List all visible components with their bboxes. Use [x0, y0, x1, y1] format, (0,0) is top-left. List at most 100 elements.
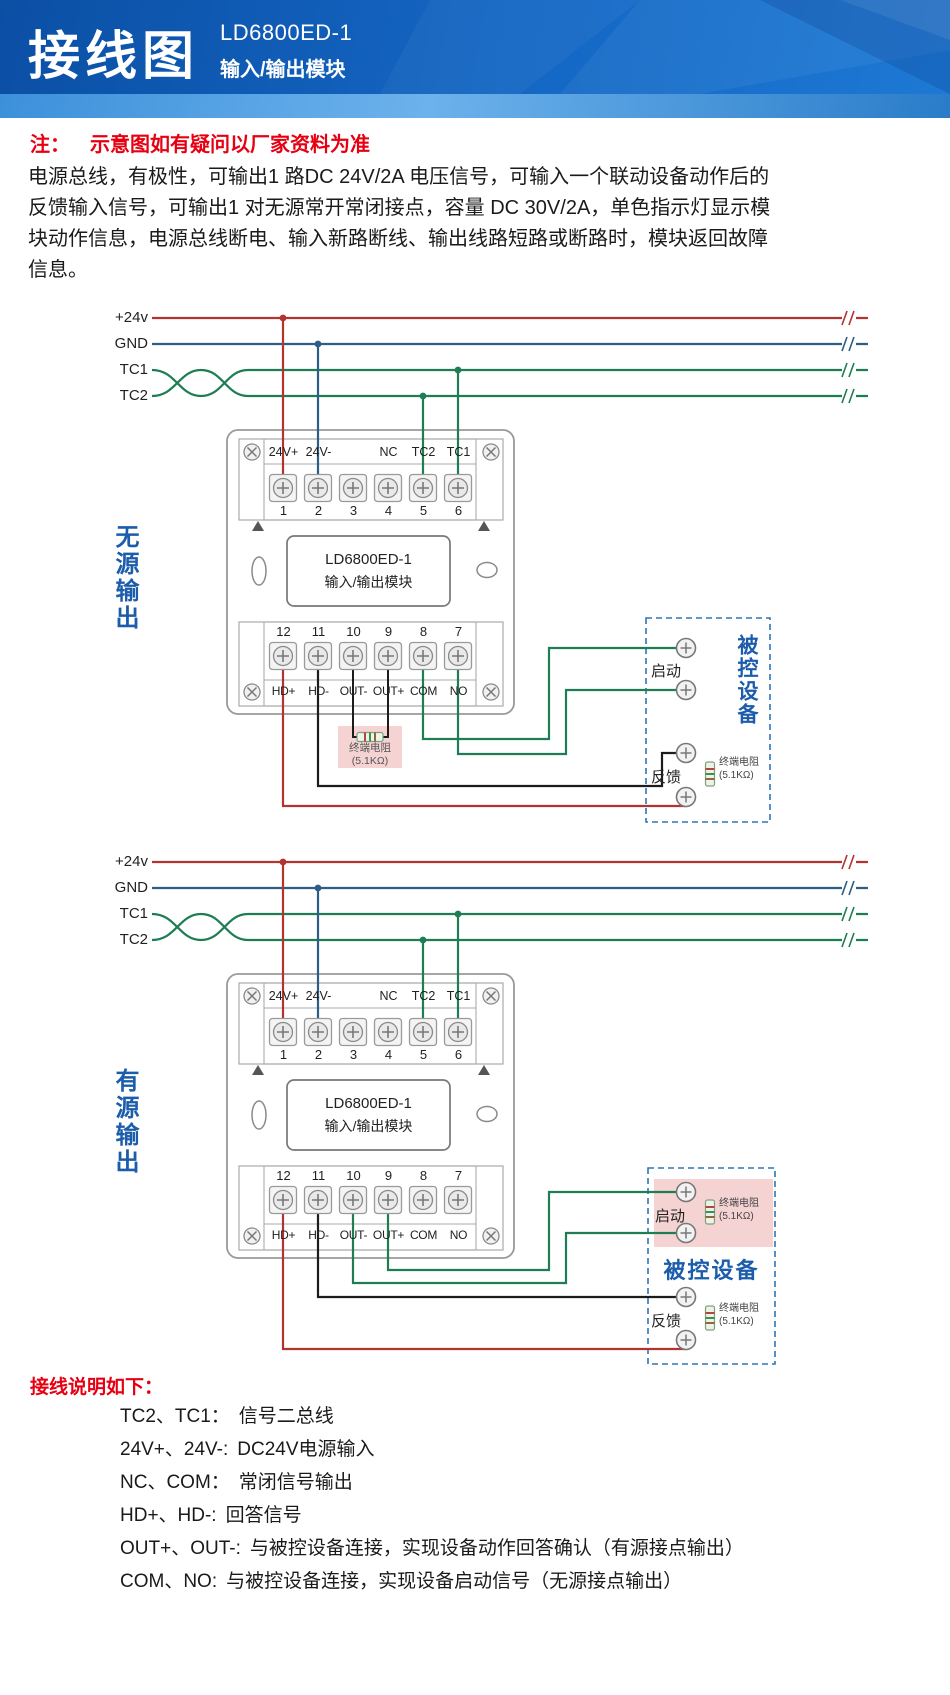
terminal-number: 8 — [419, 624, 428, 639]
terminal-label — [336, 989, 371, 1003]
bus-label-24v: +24v — [115, 853, 148, 870]
terminal-number: 6 — [454, 503, 463, 518]
module-type: 输入/输出模块 — [324, 1117, 413, 1134]
terminal-number: 6 — [454, 1047, 463, 1062]
terminal-number: 12 — [276, 1168, 291, 1183]
terminal-label: NC — [379, 445, 398, 459]
terminal-label: NO — [449, 1228, 468, 1242]
header-strip — [0, 94, 950, 118]
terminal-number: 4 — [384, 503, 393, 518]
note-text: 示意图如有疑问以厂家资料为准 — [90, 134, 370, 156]
terminal-label: TC1 — [446, 445, 471, 459]
header-banner: 接线图 LD6800ED-1 输入/输出模块 — [0, 0, 950, 94]
terminal-label: 24V- — [305, 445, 332, 459]
terminal-number: 1 — [279, 503, 288, 518]
module-model: LD6800ED-1 — [325, 1094, 412, 1112]
bus-label-gnd: GND — [114, 335, 148, 352]
description-line: 反馈输入信号，可输出1 对无源常开常闭接点，容量 DC 30V/2A，单色指示灯… — [28, 197, 771, 219]
terminal-number: 7 — [454, 1168, 463, 1183]
legend-item: HD+、HD-:回答信号 — [120, 1505, 302, 1526]
bottom-terminal-labels: HD+ HD- OUT- OUT+ COM NO — [266, 684, 476, 698]
feedback-label: 反馈 — [650, 769, 681, 786]
terminal-label: 24V+ — [268, 445, 299, 459]
terminal-label: HD+ — [271, 684, 296, 698]
terminal-label — [336, 445, 371, 459]
module-model: LD6800ED-1 — [325, 550, 412, 568]
terminal-label: OUT+ — [372, 684, 405, 698]
feedback-resistor-note: 终端电阻 (5.1KΩ) — [719, 757, 759, 781]
module-type: 输入/输出模块 — [324, 573, 413, 590]
description-line: 信息。 — [28, 259, 88, 281]
module-nameplate: LD6800ED-1 输入/输出模块 — [287, 1080, 450, 1150]
model-number: LD6800ED-1 — [220, 20, 353, 45]
terminal-number: 7 — [454, 624, 463, 639]
terminal-number: 4 — [384, 1047, 393, 1062]
bus-label-gnd: GND — [114, 879, 148, 896]
terminal-number: 2 — [314, 1047, 323, 1062]
start-label: 启动 — [654, 1208, 685, 1225]
legend-item: 24V+、24V-:DC24V电源输入 — [120, 1439, 375, 1460]
diagram2-side-label: 有源输出 — [111, 1068, 138, 1176]
legend-item: OUT+、OUT-:与被控设备连接，实现设备动作回答确认（有源接点输出） — [120, 1538, 744, 1559]
terminal-number: 3 — [349, 503, 358, 518]
bus-label-tc2: TC2 — [119, 931, 148, 948]
terminal-number: 9 — [384, 624, 393, 639]
top-terminal-numbers: 1 2 3 4 5 6 — [266, 1047, 476, 1062]
terminal-number: 5 — [419, 503, 428, 518]
terminal-label: COM — [409, 1228, 438, 1242]
legend-item: COM、NO:与被控设备连接，实现设备启动信号（无源接点输出） — [120, 1571, 683, 1592]
terminal-number: 5 — [419, 1047, 428, 1062]
diagram2-graphics — [150, 853, 870, 1365]
module-nameplate: LD6800ED-1 输入/输出模块 — [287, 536, 450, 606]
terminal-number: 2 — [314, 503, 323, 518]
bus-label-24v: +24v — [115, 309, 148, 326]
start-label: 启动 — [650, 663, 681, 680]
output-wires — [281, 1190, 686, 1351]
page-title: 接线图 — [28, 28, 200, 86]
module-type: 输入/输出模块 — [220, 59, 346, 81]
terminal-number: 12 — [276, 624, 291, 639]
diagram1-graphics — [150, 309, 870, 823]
terminal-label: HD- — [308, 684, 329, 698]
warning-note: 注： 示意图如有疑问以厂家资料为准 — [30, 128, 370, 157]
bus-label-tc1: TC1 — [119, 361, 148, 378]
terminal-label: HD+ — [271, 1228, 296, 1242]
terminal-label: OUT- — [339, 684, 368, 698]
terminal-number: 11 — [311, 1168, 326, 1183]
terminal-label: 24V+ — [268, 989, 299, 1003]
controlled-device-box — [645, 617, 771, 823]
terminal-label: OUT- — [339, 1228, 368, 1242]
top-terminal-labels: 24V+ 24V- NC TC2 TC1 — [266, 989, 476, 1003]
controlled-device-box — [647, 1167, 776, 1365]
feedback-label: 反馈 — [650, 1313, 681, 1330]
bottom-terminal-numbers: 12 11 10 9 8 7 — [266, 1168, 476, 1183]
legend-item: NC、COM：常闭信号输出 — [120, 1472, 353, 1493]
feedback-resistor-icon — [704, 761, 716, 787]
controlled-device-label: 被控设备 — [663, 1258, 760, 1283]
terminal-number: 10 — [346, 624, 361, 639]
terminal-resistor-note: 终端电阻 (5.1KΩ) — [349, 742, 391, 767]
start-resistor-icon — [704, 1199, 716, 1225]
header-polygon-decor — [380, 0, 950, 94]
terminal-label: TC1 — [446, 989, 471, 1003]
feedback-resistor-icon — [704, 1305, 716, 1331]
terminal-resistor-icon — [356, 731, 384, 743]
terminal-number: 10 — [346, 1168, 361, 1183]
terminal-label: HD- — [308, 1228, 329, 1242]
terminal-number: 11 — [311, 624, 326, 639]
start-resistor-note: 终端电阻 (5.1KΩ) — [719, 1198, 759, 1222]
description-line: 块动作信息，电源总线断电、输入新路断线、输出线路短路或断路时，模块返回故障 — [28, 228, 768, 250]
terminal-number: 8 — [419, 1168, 428, 1183]
terminal-label: TC2 — [411, 989, 436, 1003]
diagram1-side-label: 无源输出 — [111, 524, 138, 632]
bottom-terminal-labels: HD+ HD- OUT- OUT+ COM NO — [266, 1228, 476, 1242]
note-prefix: 注： — [30, 134, 70, 156]
legend-list: TC2、TC1：信号二总线 24V+、24V-:DC24V电源输入 NC、COM… — [120, 1400, 744, 1598]
terminal-label: 24V- — [305, 989, 332, 1003]
output-wires — [281, 646, 686, 808]
terminal-number: 1 — [279, 1047, 288, 1062]
terminal-label: COM — [409, 684, 438, 698]
terminal-label: NC — [379, 989, 398, 1003]
controlled-device-label: 被控设备 — [735, 634, 758, 726]
